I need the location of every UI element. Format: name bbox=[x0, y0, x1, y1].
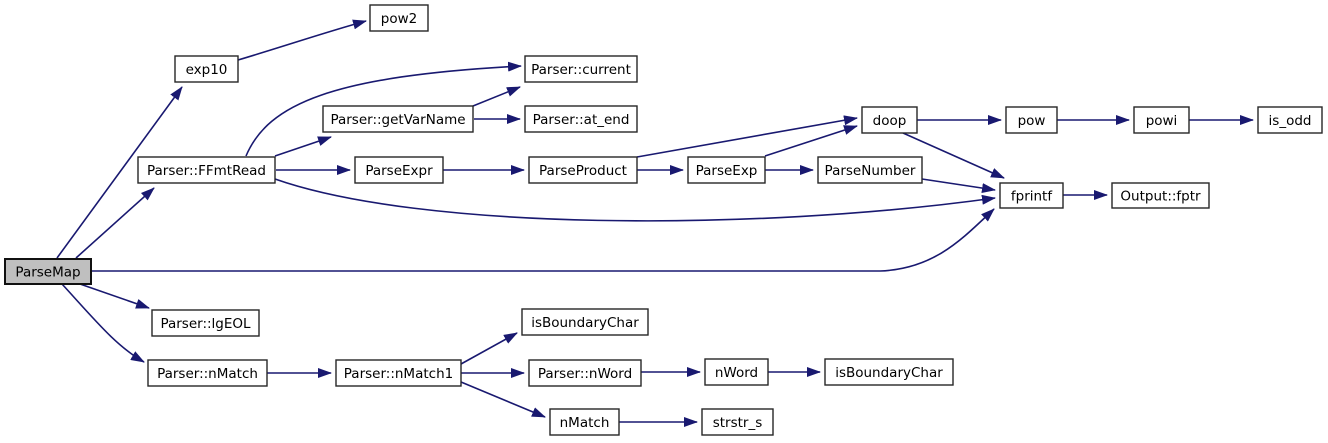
node-box-parse-map bbox=[4, 258, 92, 285]
node-label-pow2: pow2 bbox=[381, 11, 417, 27]
node-label-parse-map: ParseMap bbox=[15, 265, 80, 281]
node-label-powi: powi bbox=[1146, 113, 1178, 129]
node-box-parser-lgeol bbox=[151, 309, 260, 337]
edge-parse-number-to-fprintf bbox=[921, 178, 996, 194]
edge-parse-map-to-parser-ffmtread bbox=[75, 187, 155, 259]
edge-parse-map-to-fprintf bbox=[91, 208, 995, 272]
node-label-parser-nword: Parser::nWord bbox=[538, 366, 632, 382]
edge-parse-exp-to-doop bbox=[764, 125, 858, 157]
edge-doop-to-fprintf bbox=[902, 132, 1005, 179]
node-nword[interactable]: nWord bbox=[704, 358, 769, 386]
node-parser-lgeol[interactable]: Parser::lgEOL bbox=[151, 309, 260, 337]
node-isboundarychar-1[interactable]: isBoundaryChar bbox=[521, 308, 649, 336]
node-parse-product[interactable]: ParseProduct bbox=[528, 156, 638, 184]
node-box-parser-getvarname bbox=[322, 105, 474, 133]
node-label-fprintf: fprintf bbox=[1011, 189, 1053, 205]
node-label-parse-number: ParseNumber bbox=[825, 163, 916, 179]
node-is-odd[interactable]: is_odd bbox=[1257, 106, 1323, 134]
edge-parser-ffmtread-to-parser-current bbox=[245, 61, 522, 157]
node-label-exp10: exp10 bbox=[186, 62, 228, 78]
node-isboundarychar-2[interactable]: isBoundaryChar bbox=[824, 358, 954, 386]
node-label-parse-exp: ParseExp bbox=[696, 163, 758, 179]
edge-parse-map-to-parser-lgeol bbox=[79, 283, 150, 309]
node-box-isboundarychar-2 bbox=[824, 358, 954, 386]
node-box-output-fptr bbox=[1111, 182, 1210, 209]
edge-parser-ffmtread-to-parser-getvarname bbox=[274, 136, 332, 157]
node-box-parse-exp bbox=[687, 156, 766, 184]
edge-parse-product-to-doop bbox=[636, 115, 858, 158]
node-parser-current[interactable]: Parser::current bbox=[524, 55, 638, 83]
node-parser-at-end[interactable]: Parser::at_end bbox=[524, 105, 638, 133]
node-label-parser-at-end: Parser::at_end bbox=[533, 112, 630, 128]
node-pow2[interactable]: pow2 bbox=[369, 4, 429, 32]
node-doop[interactable]: doop bbox=[861, 106, 918, 134]
node-parser-nmatch1[interactable]: Parser::nMatch1 bbox=[335, 359, 462, 387]
node-label-parser-current: Parser::current bbox=[531, 62, 631, 78]
edge-parser-nmatch1-to-nmatch bbox=[460, 381, 546, 418]
node-label-parser-nmatch1: Parser::nMatch1 bbox=[344, 366, 453, 382]
node-parse-exp[interactable]: ParseExp bbox=[687, 156, 766, 184]
node-box-pow2 bbox=[369, 4, 429, 32]
node-box-isboundarychar-1 bbox=[521, 308, 649, 336]
nodes-layer: ParseMapexp10pow2Parser::FFmtReadParser:… bbox=[4, 4, 1323, 436]
node-label-strstr-s: strstr_s bbox=[713, 415, 763, 431]
node-box-exp10 bbox=[174, 55, 239, 83]
node-parser-ffmtread[interactable]: Parser::FFmtRead bbox=[137, 156, 276, 184]
node-fprintf[interactable]: fprintf bbox=[999, 182, 1064, 209]
node-box-pow bbox=[1005, 106, 1058, 134]
node-box-strstr-s bbox=[701, 408, 774, 436]
node-label-pow: pow bbox=[1018, 113, 1046, 129]
node-exp10[interactable]: exp10 bbox=[174, 55, 239, 83]
node-box-doop bbox=[861, 106, 918, 134]
edge-parser-getvarname-to-parser-current bbox=[472, 86, 521, 107]
node-nmatch[interactable]: nMatch bbox=[549, 408, 620, 436]
node-box-parser-current bbox=[524, 55, 638, 83]
edge-parse-map-to-exp10 bbox=[56, 86, 183, 259]
node-box-parser-at-end bbox=[524, 105, 638, 133]
node-box-nmatch bbox=[549, 408, 620, 436]
node-box-parse-product bbox=[528, 156, 638, 184]
node-label-parser-nmatch: Parser::nMatch bbox=[157, 366, 258, 382]
node-parser-nword[interactable]: Parser::nWord bbox=[528, 359, 642, 387]
edge-parser-nmatch1-to-isboundarychar-1 bbox=[460, 332, 518, 365]
edge-exp10-to-pow2 bbox=[237, 19, 367, 61]
node-parse-map: ParseMap bbox=[4, 258, 92, 285]
node-parse-number[interactable]: ParseNumber bbox=[817, 156, 923, 184]
node-label-isboundarychar-1: isBoundaryChar bbox=[531, 315, 639, 331]
node-output-fptr[interactable]: Output::fptr bbox=[1111, 182, 1210, 209]
node-box-parse-expr bbox=[354, 156, 444, 184]
edges-layer bbox=[56, 19, 1254, 427]
node-label-nmatch: nMatch bbox=[560, 415, 610, 431]
node-pow[interactable]: pow bbox=[1005, 106, 1058, 134]
node-label-parse-product: ParseProduct bbox=[539, 163, 627, 179]
node-label-isboundarychar-2: isBoundaryChar bbox=[835, 365, 943, 381]
node-label-parser-ffmtread: Parser::FFmtRead bbox=[147, 163, 266, 179]
node-box-powi bbox=[1133, 106, 1190, 134]
node-box-parser-nmatch1 bbox=[335, 359, 462, 387]
node-strstr-s[interactable]: strstr_s bbox=[701, 408, 774, 436]
node-box-parse-number bbox=[817, 156, 923, 184]
node-label-parser-getvarname: Parser::getVarName bbox=[330, 112, 465, 128]
node-box-parser-nmatch bbox=[147, 359, 268, 387]
node-powi[interactable]: powi bbox=[1133, 106, 1190, 134]
node-box-fprintf bbox=[999, 182, 1064, 209]
node-label-parser-lgeol: Parser::lgEOL bbox=[160, 316, 251, 332]
node-label-is-odd: is_odd bbox=[1269, 113, 1312, 129]
node-label-nword: nWord bbox=[715, 365, 758, 381]
node-label-output-fptr: Output::fptr bbox=[1120, 189, 1201, 205]
node-label-parse-expr: ParseExpr bbox=[365, 163, 433, 179]
node-parser-nmatch[interactable]: Parser::nMatch bbox=[147, 359, 268, 387]
node-parse-expr[interactable]: ParseExpr bbox=[354, 156, 444, 184]
edge-parse-map-to-parser-nmatch bbox=[61, 283, 145, 363]
node-box-nword bbox=[704, 358, 769, 386]
node-parser-getvarname[interactable]: Parser::getVarName bbox=[322, 105, 474, 133]
node-box-is-odd bbox=[1257, 106, 1323, 134]
edge-parser-ffmtread-to-fprintf bbox=[274, 178, 996, 222]
node-box-parser-ffmtread bbox=[137, 156, 276, 184]
node-label-doop: doop bbox=[873, 113, 907, 129]
node-box-parser-nword bbox=[528, 359, 642, 387]
